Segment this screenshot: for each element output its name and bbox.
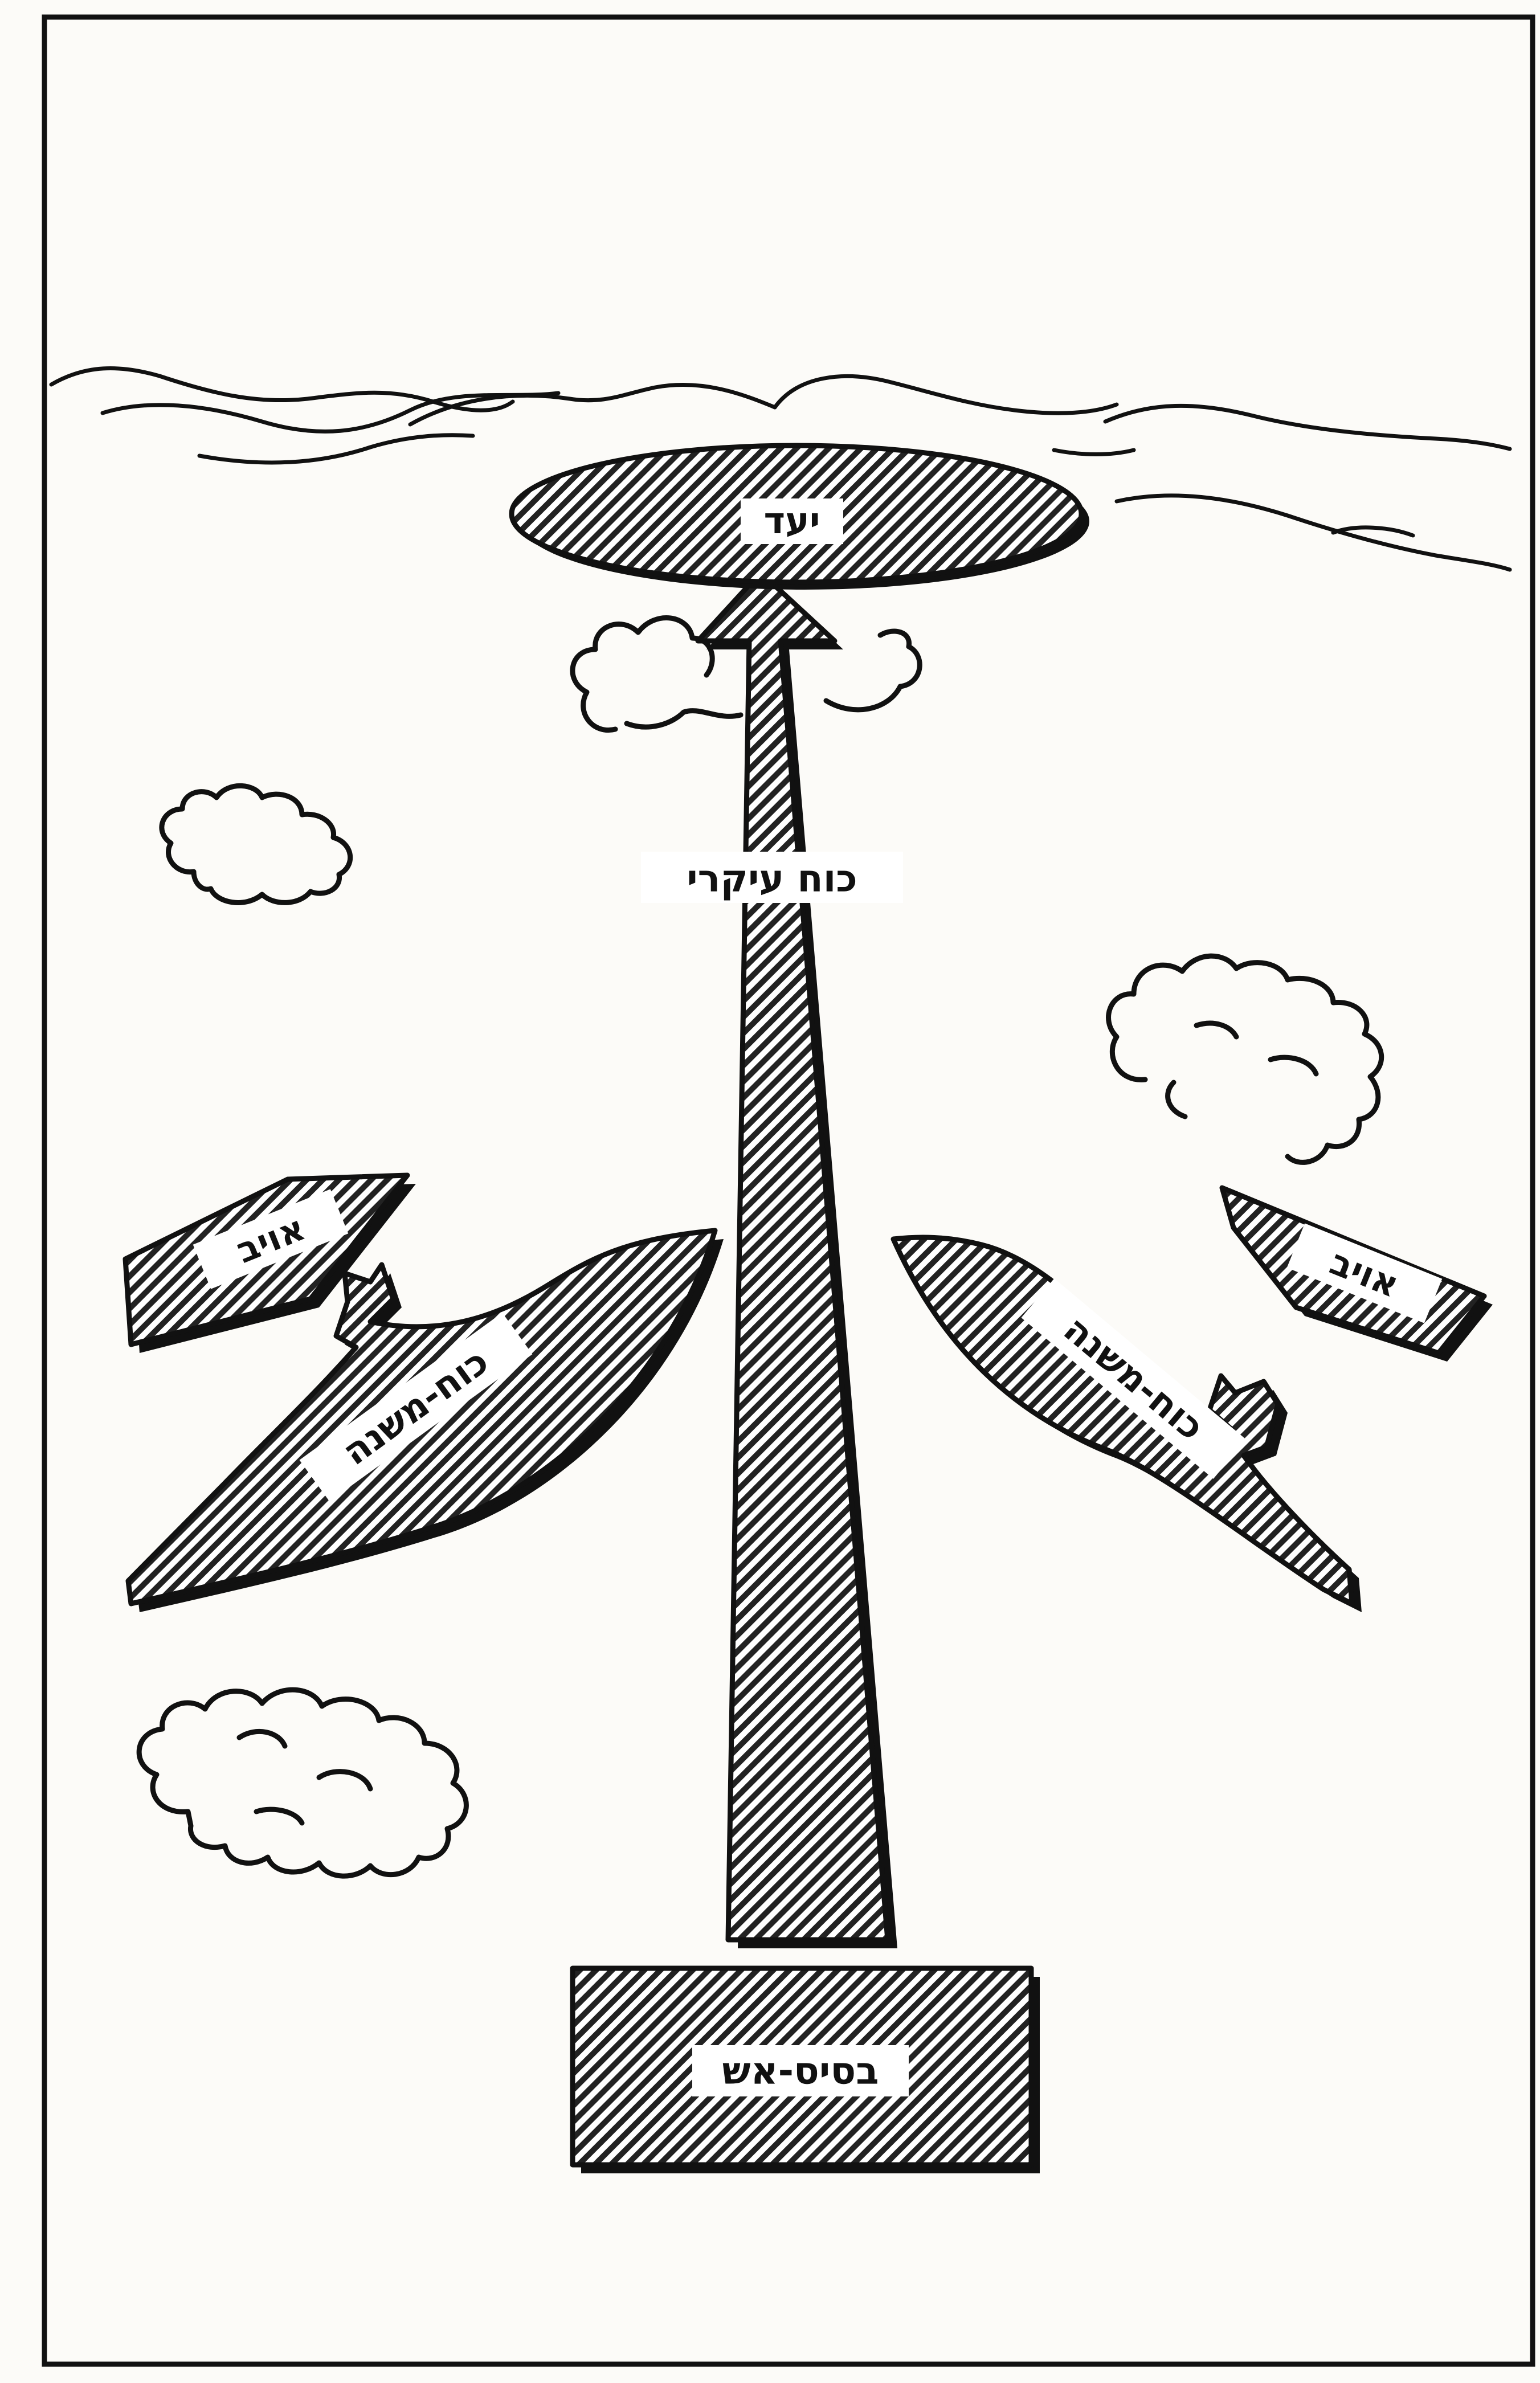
fire-base-label: בסיס-אש [722, 2049, 879, 2093]
target-label: יעד [763, 500, 820, 542]
cloud-right-inner [1168, 1023, 1316, 1117]
cloud-left-lower-inner [239, 1731, 370, 1823]
cloud-right [1109, 956, 1382, 1162]
main-force-arrow [698, 573, 897, 1948]
cloud-left-upper [162, 786, 350, 902]
cloud-left-lower [139, 1690, 466, 1876]
main-force-label: כוח עיקרי [687, 857, 857, 901]
